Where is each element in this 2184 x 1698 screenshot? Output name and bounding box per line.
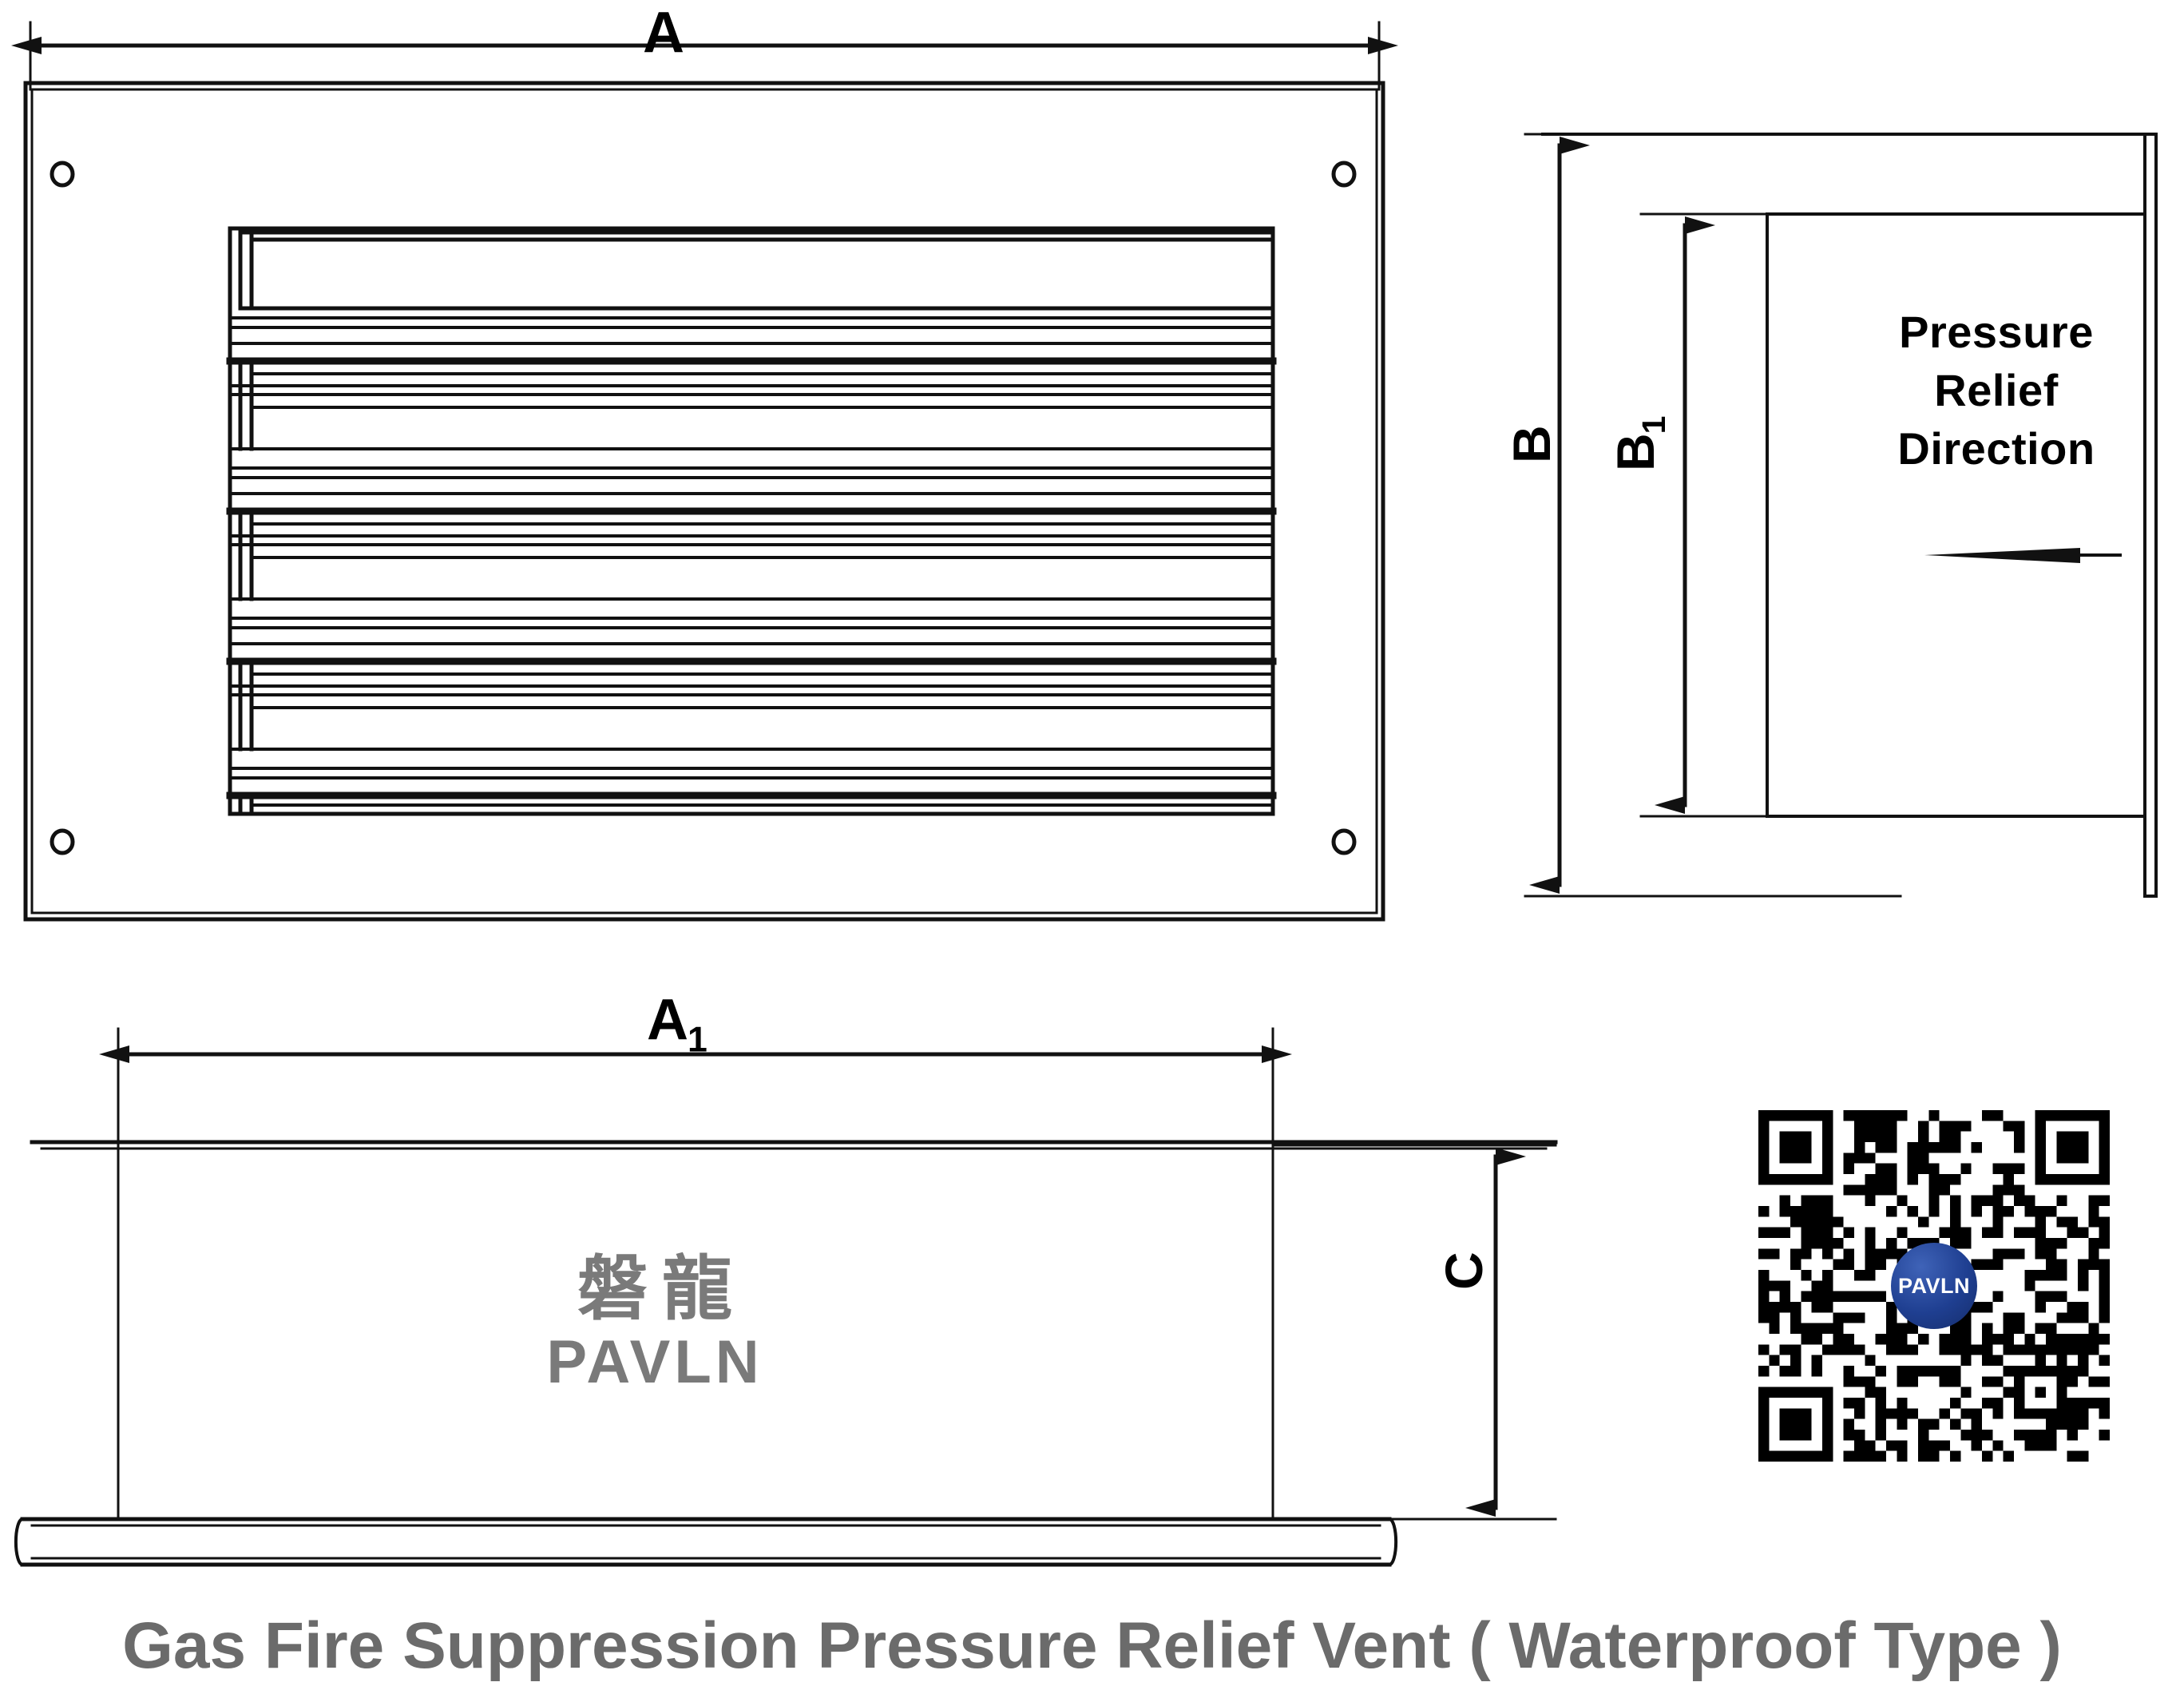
brand-logo-latin: PAVLN [546, 1328, 763, 1396]
dimension-label-C: C [1434, 1252, 1493, 1290]
side-view [1524, 133, 2158, 898]
dimension-B [1524, 133, 1902, 898]
pressure-relief-direction-line: Direction [1897, 423, 2095, 474]
front-view-bottom-lip [23, 911, 1385, 922]
dimension-C [1271, 1144, 1557, 1521]
brand-logo: 磐龍 PAVLN [511, 1254, 799, 1400]
dimension-label-B: B [1502, 426, 1561, 463]
qr-code-matrix [1758, 1110, 2110, 1462]
drawing-caption: Gas Fire Suppression Pressure Relief Ven… [122, 1609, 2062, 1682]
dimension-label-B1: B1 [1606, 415, 1673, 471]
dimension-A [11, 21, 1398, 91]
dimension-A1 [99, 1027, 1292, 1144]
qr-code-badge: PAVLN [1891, 1243, 1977, 1329]
brand-logo-chinese: 磐龍 [577, 1248, 747, 1330]
qr-code[interactable]: PAVLN [1758, 1110, 2110, 1462]
louver-grille [226, 226, 1277, 816]
dimension-label-A: A [643, 1, 684, 65]
pressure-relief-direction-line: Relief [1934, 364, 2059, 415]
relief-direction-arrow [1924, 548, 2122, 563]
pressure-relief-direction-line: Pressure [1899, 307, 2094, 357]
mounting-holes [50, 161, 1357, 855]
bottom-view [14, 1140, 1558, 1567]
dimension-B1 [1639, 212, 1782, 818]
dimension-label-A1: A1 [647, 988, 708, 1060]
qr-code-badge-label: PAVLN [1898, 1273, 1970, 1298]
